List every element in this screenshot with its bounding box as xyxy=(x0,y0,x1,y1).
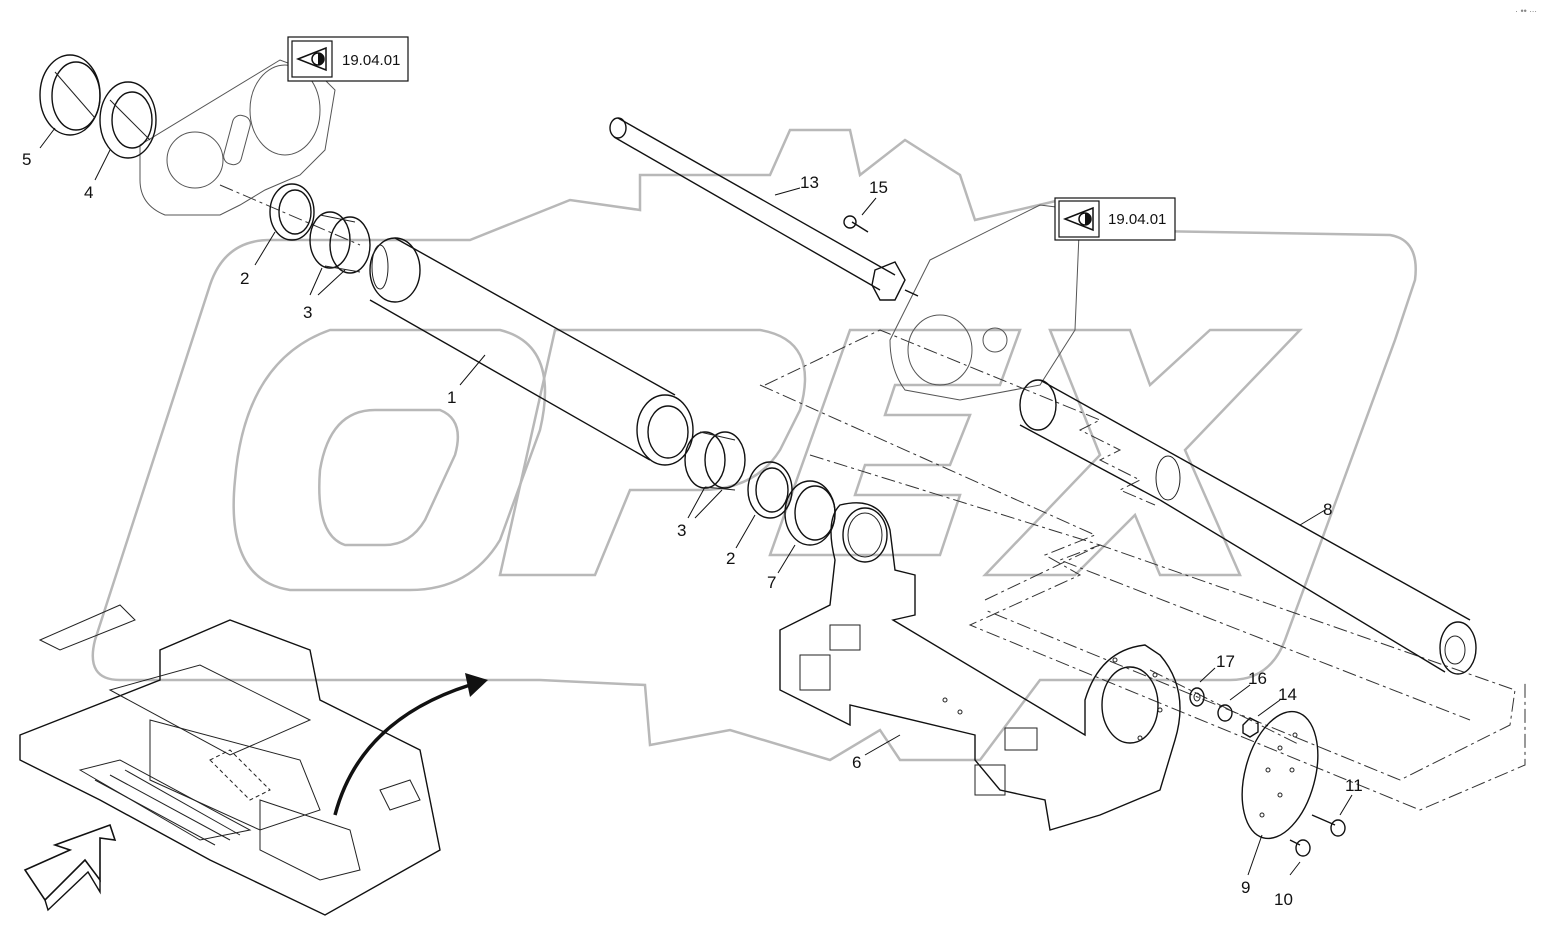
reference-label: 19.04.01 xyxy=(1108,211,1166,228)
part-17-washer xyxy=(1189,687,1205,707)
part-10-bolt xyxy=(1289,839,1311,857)
assembly-line-tube xyxy=(764,329,1156,506)
callout-1: 1 xyxy=(447,388,456,407)
assembly-line-lower-1 xyxy=(759,384,1526,811)
part-1-cylinder-tube xyxy=(369,237,694,466)
assembly-lines xyxy=(219,184,1526,811)
part-15-bolt xyxy=(843,215,869,233)
callout-8: 8 xyxy=(1323,500,1332,519)
watermark-letter-e xyxy=(768,328,1022,557)
callout-13: 13 xyxy=(800,173,819,192)
watermark xyxy=(91,128,1417,762)
corner-mark: · •• ∙∙∙ xyxy=(1515,6,1537,16)
callout-16: 16 xyxy=(1248,669,1267,688)
leader-lines xyxy=(39,127,1353,876)
part-9-cover-plate xyxy=(1241,710,1319,840)
part-4-tab-washer xyxy=(99,81,157,159)
callout-5: 5 xyxy=(22,150,31,169)
callout-9: 9 xyxy=(1241,878,1250,897)
callout-14: 14 xyxy=(1278,685,1297,704)
part-3-bushings-upper xyxy=(309,211,371,274)
callout-17: 17 xyxy=(1216,652,1235,671)
ghost-plate-left xyxy=(139,59,336,216)
callout-3-upper: 3 xyxy=(303,303,312,322)
reference-label: 19.04.01 xyxy=(342,52,400,69)
watermark-letter-o xyxy=(232,328,547,592)
part-6-crossmember xyxy=(779,502,1181,831)
part-13-shaft xyxy=(609,117,919,301)
callouts: 5 4 2 3 1 13 15 3 2 7 8 6 17 16 14 11 9 … xyxy=(22,150,1363,909)
watermark-letter-x xyxy=(982,328,1303,577)
part-5-lock-nut xyxy=(39,54,101,136)
reference-box-top-left[interactable]: 19.04.01 xyxy=(287,36,409,82)
callout-6: 6 xyxy=(852,753,861,772)
assembly-line-upper xyxy=(219,184,361,246)
view-eye-icon xyxy=(295,46,327,72)
watermark-letter-o-inner xyxy=(318,408,460,547)
watermark-letter-p xyxy=(498,328,807,577)
part-7-sleeve xyxy=(784,480,836,546)
part-11-bolt xyxy=(1311,814,1346,837)
callout-11: 11 xyxy=(1345,776,1363,795)
callout-3-lower: 3 xyxy=(677,521,686,540)
part-2-retaining-ring-upper xyxy=(269,183,315,241)
callout-4: 4 xyxy=(84,183,93,202)
ghost-plate-right xyxy=(889,204,1081,401)
view-eye-icon xyxy=(1062,206,1094,232)
reference-box-top-right[interactable]: 19.04.01 xyxy=(1054,197,1176,241)
machine-overview xyxy=(19,604,441,916)
direction-arrow-icon xyxy=(23,823,117,912)
callout-2-lower: 2 xyxy=(726,549,735,568)
watermark-gear-outline xyxy=(91,128,1417,762)
part-8-piston-rod xyxy=(1019,379,1477,675)
assembly-line-bolts xyxy=(1149,669,1301,746)
callout-2-upper: 2 xyxy=(240,269,249,288)
part-14-nut xyxy=(1242,717,1259,738)
callout-15: 15 xyxy=(869,178,888,197)
detail-pointer-arrow xyxy=(333,673,488,816)
callout-10: 10 xyxy=(1274,890,1293,909)
assembly-line-lower-2 xyxy=(809,454,1471,721)
callout-7: 7 xyxy=(767,573,776,592)
part-16-lock-washer xyxy=(1217,704,1233,722)
part-3-bushings-lower xyxy=(684,431,746,491)
assembly-line-rect-outer xyxy=(984,544,1516,781)
